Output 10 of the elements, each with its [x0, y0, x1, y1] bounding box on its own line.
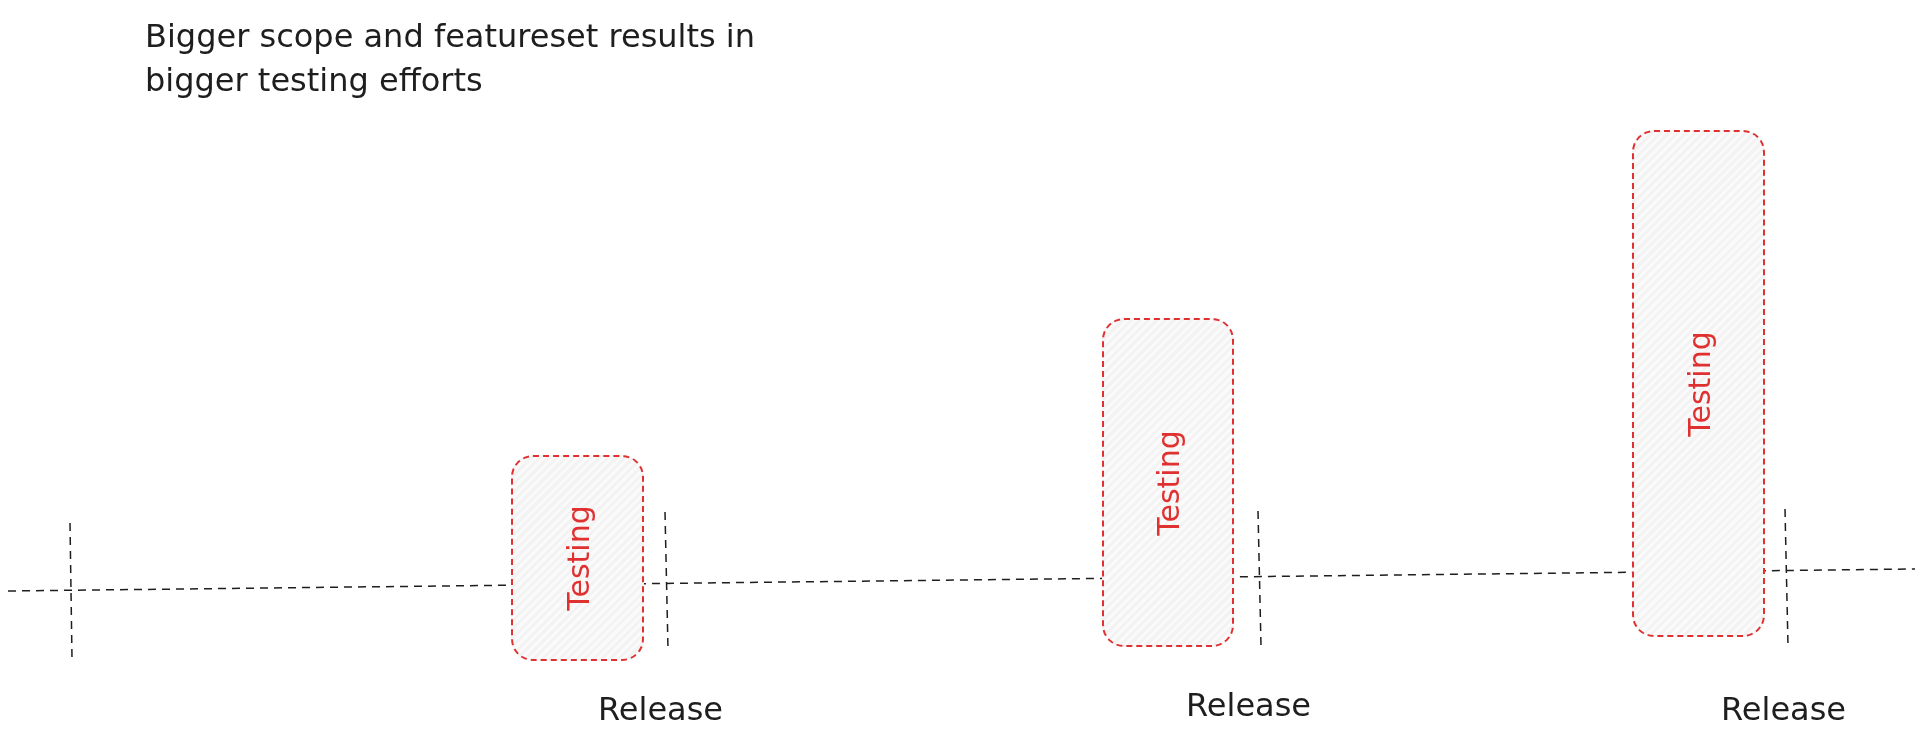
box-label: Testing [560, 505, 595, 611]
testing-box [511, 455, 644, 661]
release-label: Release [1186, 686, 1312, 724]
box-label: Testing [1681, 330, 1716, 437]
testing-box [1632, 130, 1765, 637]
release-label: Release [598, 690, 724, 728]
release-label: Release [1721, 690, 1847, 728]
testing-box [1102, 318, 1234, 647]
heading: Bigger scope and featureset results in bigger testing efforts [145, 16, 757, 101]
box-label: Testing [1150, 429, 1186, 536]
